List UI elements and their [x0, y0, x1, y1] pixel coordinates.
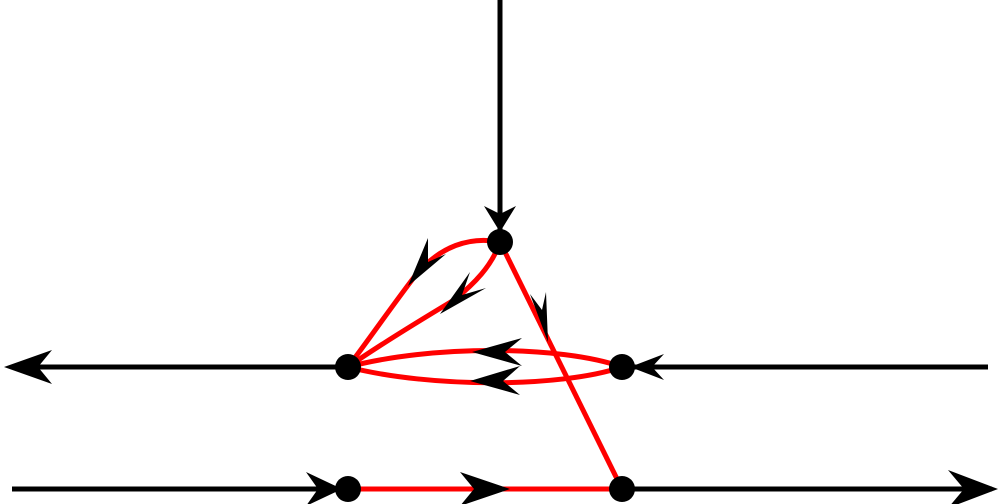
top-to-bottom-right-edge	[497, 240, 625, 491]
outgoing-left-edge-arrowhead	[4, 350, 52, 384]
incoming-right-edge-arrowhead	[630, 354, 664, 380]
node-middle-right	[609, 354, 635, 380]
middle-right-to-left-upper-edge-arrowhead	[472, 338, 522, 366]
external-edges	[4, 0, 998, 504]
top-to-middle-left-outer-edge-arrowhead	[408, 238, 446, 286]
outgoing-bottom-right-edge-arrowhead	[948, 470, 998, 504]
incoming-bottom-left-edge-arrowhead	[306, 472, 342, 504]
bottom-left-to-right-edge-arrowhead	[460, 472, 510, 504]
node-middle-left	[335, 354, 361, 380]
internal-edges	[346, 237, 625, 504]
incoming-top-edge-arrowhead	[484, 206, 516, 232]
middle-right-to-left-lower-edge-arrowhead	[470, 366, 520, 395]
node-top	[487, 229, 513, 255]
top-to-bottom-right-edge-arrowhead	[530, 292, 548, 342]
node-bottom-right	[609, 476, 635, 502]
node-bottom-left	[335, 476, 361, 502]
graph-nodes	[335, 229, 635, 502]
top-to-middle-left-inner-edge-arrowhead	[440, 272, 486, 314]
